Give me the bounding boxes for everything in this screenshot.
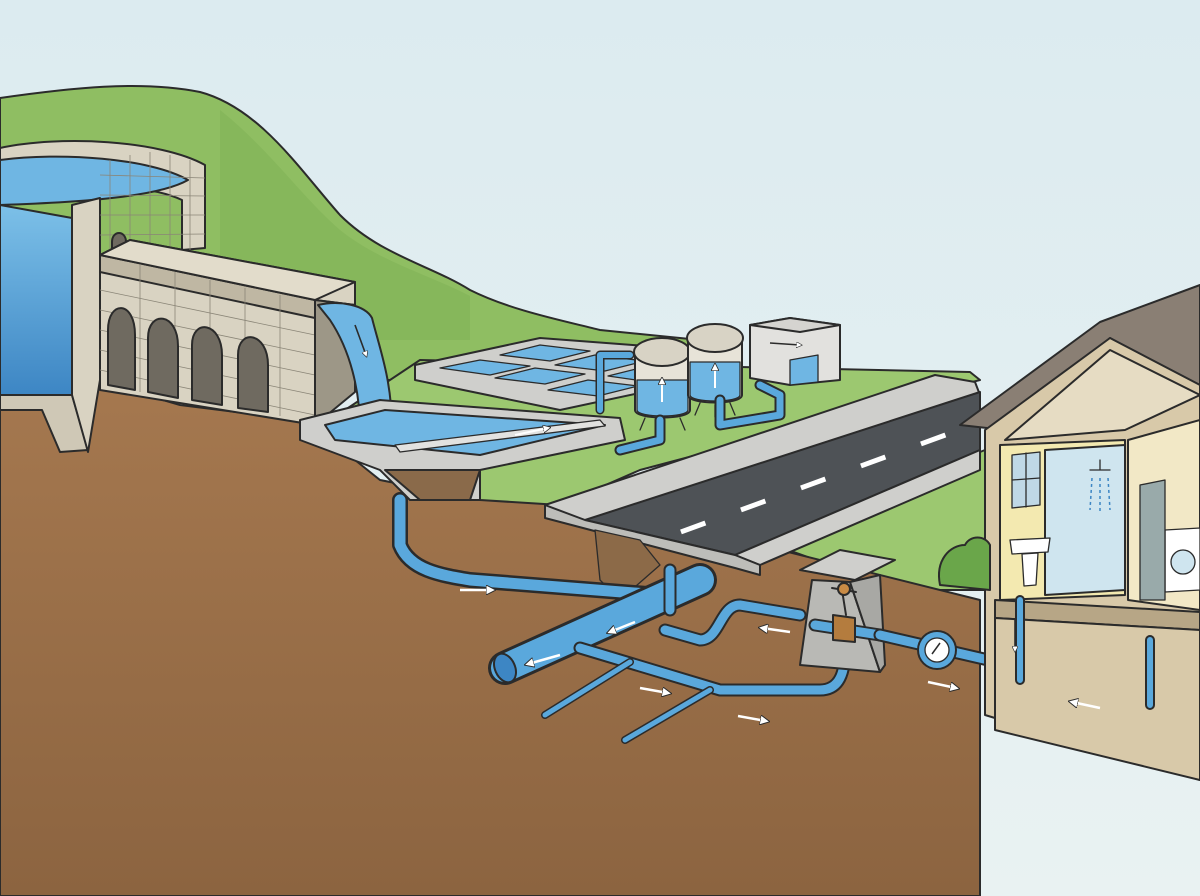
bush <box>938 536 991 591</box>
house-pipes <box>1015 595 1155 710</box>
flow-arrow-down <box>354 324 366 355</box>
flow-arrows <box>460 590 1101 721</box>
water-main <box>392 492 852 744</box>
settling-basin <box>299 399 626 501</box>
valve-chamber <box>799 549 896 673</box>
storage-tanks <box>595 323 744 433</box>
flow-arrow-left <box>610 620 636 632</box>
pump-house <box>749 317 841 386</box>
flow-arrow-right <box>514 428 548 436</box>
aqueduct <box>99 239 356 426</box>
flow-arrow-left <box>762 628 791 632</box>
road <box>544 374 981 601</box>
flow-arrow-left <box>1072 702 1101 710</box>
waterfall <box>317 302 393 431</box>
flow-arrow-right <box>927 680 956 688</box>
flow-arrow-right <box>639 686 668 693</box>
flow-arrow-right <box>737 714 766 721</box>
reservoir <box>0 140 206 453</box>
plant-pipes <box>614 379 786 456</box>
flow-arrow-left <box>528 653 561 664</box>
